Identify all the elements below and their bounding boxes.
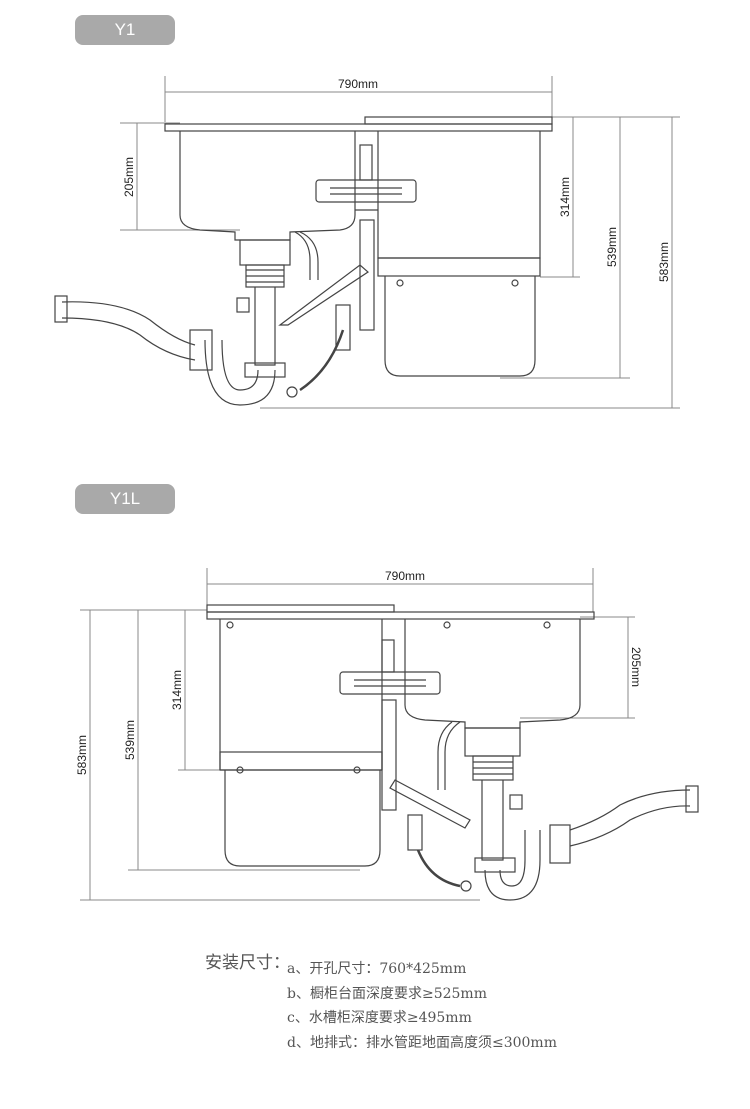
sink-diagram-y1l: 790mm 583mm 539mm 314mm 205mm	[75, 568, 699, 901]
basket-depth-dimension-label: 314mm	[170, 670, 184, 710]
width-dimension-label: 790mm	[338, 77, 378, 91]
total-height-dimension-label: 583mm	[657, 242, 671, 282]
bowl-depth-dimension-label: 205mm	[629, 647, 643, 687]
total-height-dimension-label: 583mm	[75, 735, 89, 775]
sink-drawing	[206, 604, 699, 901]
notes-title: 安装尺寸：	[205, 953, 290, 973]
sink-diagram-y1: 790mm 205mm 314mm 539mm 583mm	[54, 76, 680, 409]
height-dimension-label: 539mm	[123, 720, 137, 760]
height-dimension-label: 539mm	[605, 227, 619, 267]
bowl-depth-dimension-label: 205mm	[122, 157, 136, 197]
note-item-d: d、地排式：排水管距地面高度须≤300mm	[287, 1035, 557, 1051]
note-item-c: c、水槽柜深度要求≥495mm	[287, 1010, 472, 1026]
model-tag-y1l: Y1L	[75, 484, 175, 514]
note-item-b: b、橱柜台面深度要求≥525mm	[287, 986, 487, 1002]
sink-drawing	[54, 116, 553, 406]
dimension-lines	[120, 76, 680, 409]
width-dimension-label: 790mm	[385, 569, 425, 583]
basket-depth-dimension-label: 314mm	[558, 177, 572, 217]
model-tag-y1: Y1	[75, 15, 175, 45]
note-item-a: a、开孔尺寸：760*425mm	[287, 961, 467, 977]
dimension-lines	[80, 568, 635, 901]
